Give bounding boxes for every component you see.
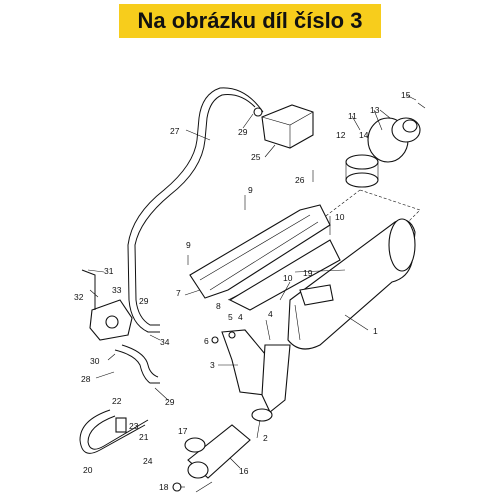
part-27-hose [127, 87, 264, 333]
callout-19: 19 [303, 268, 313, 278]
callout-9: 9 [248, 185, 253, 195]
callout-7: 7 [176, 288, 181, 298]
banner-title: Na obrázku díl číslo 3 [137, 8, 363, 33]
callout-18: 18 [159, 482, 169, 492]
callout-28: 28 [81, 374, 91, 384]
callout-21: 21 [139, 432, 149, 442]
part-5-washer [228, 331, 236, 339]
part-23-clip [115, 417, 127, 433]
callout-23: 23 [129, 421, 139, 431]
callout-25: 25 [251, 152, 261, 162]
part-2-clamp [251, 408, 273, 422]
callout-20: 20 [83, 465, 93, 475]
part-6-bolt [211, 336, 219, 344]
leader-lines [87, 94, 417, 488]
callout-14: 14 [359, 130, 369, 140]
callout-27: 27 [170, 126, 180, 136]
part-33-air-valve [81, 269, 133, 341]
callout-1: 1 [373, 326, 378, 336]
callout-31: 31 [104, 266, 114, 276]
part-11-end-cap [367, 102, 426, 163]
callout-5: 5 [228, 312, 233, 322]
part-1-muffler [287, 218, 416, 350]
callout-24: 24 [143, 456, 153, 466]
part-28-hose [114, 349, 160, 384]
part-18-nut [172, 482, 182, 492]
callout-10-second: 10 [283, 273, 293, 283]
title-banner: Na obrázku díl číslo 3 [119, 4, 381, 38]
part-25-unit [253, 104, 314, 149]
callout-34: 34 [160, 337, 170, 347]
part-28-hose-outline [121, 344, 159, 378]
part-20-hose [79, 409, 149, 454]
callout-6: 6 [204, 336, 209, 346]
callout-30: 30 [90, 356, 100, 366]
callout-22: 22 [112, 396, 122, 406]
part-17-gasket [184, 437, 206, 453]
part-12-sleeve [345, 154, 379, 188]
callout-13: 13 [370, 105, 380, 115]
callout-29: 29 [238, 127, 248, 137]
callout-16: 16 [239, 466, 249, 476]
callout-8: 8 [216, 301, 221, 311]
callout-26: 26 [295, 175, 305, 185]
callout-3: 3 [210, 360, 215, 370]
part-16-front-pipe [187, 424, 251, 493]
callout-4: 4 [268, 309, 273, 319]
callout-33: 33 [112, 285, 122, 295]
callout-9-second: 9 [186, 240, 191, 250]
callout-2: 2 [263, 433, 268, 443]
part-8-heat-shield [228, 239, 341, 311]
callout-15: 15 [401, 90, 411, 100]
callout-17: 17 [178, 426, 188, 436]
part-3-exhaust-pipe [221, 329, 291, 413]
callout-29-third: 29 [165, 397, 175, 407]
part-19-bolt [294, 269, 346, 273]
callout-10: 10 [335, 212, 345, 222]
callout-32: 32 [74, 292, 84, 302]
callout-12: 12 [336, 130, 346, 140]
callout-4-second: 4 [238, 312, 243, 322]
callout-29-second: 29 [139, 296, 149, 306]
callout-11: 11 [348, 111, 357, 121]
